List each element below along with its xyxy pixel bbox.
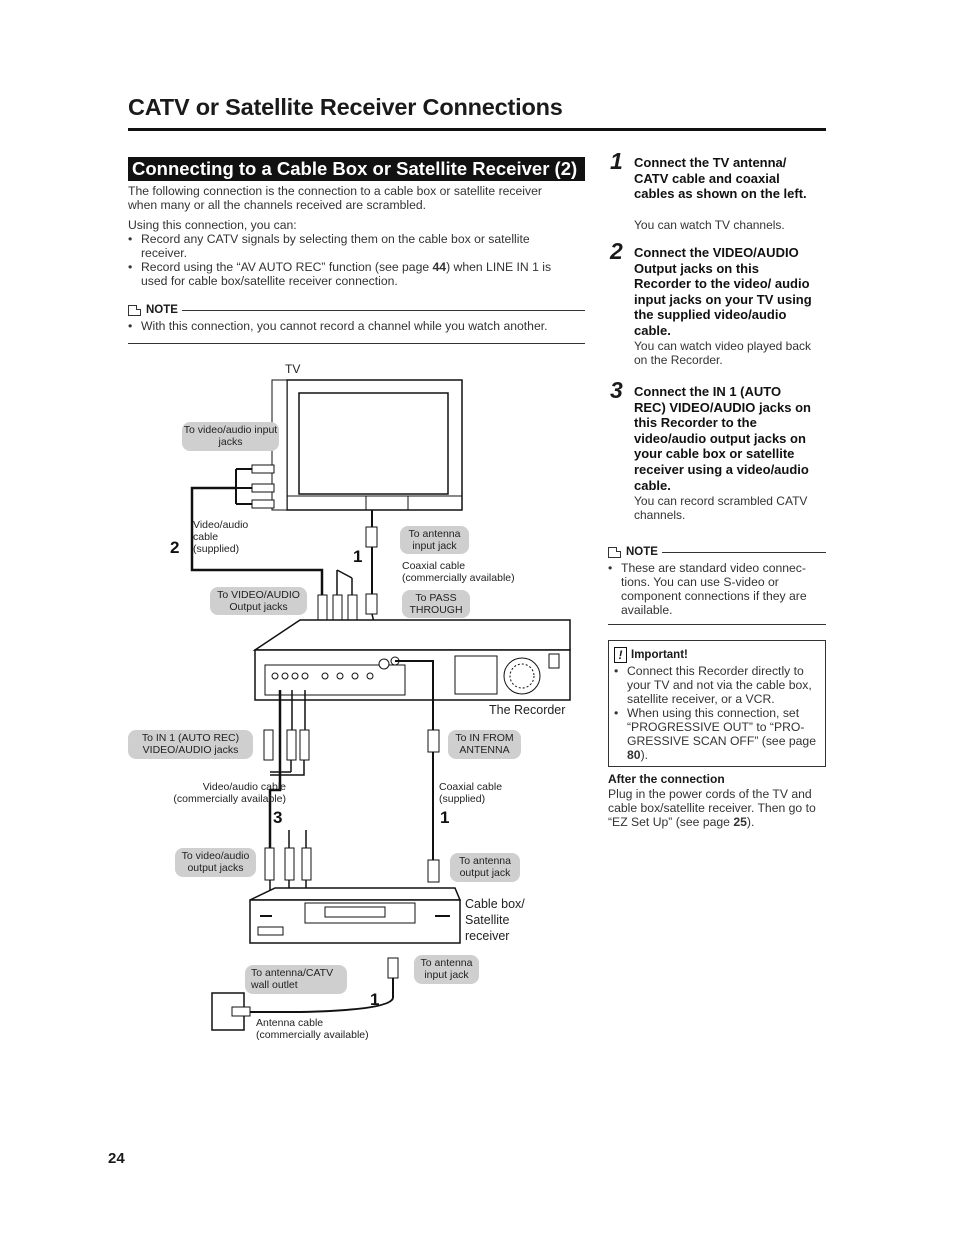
coax-plug-icon (427, 729, 440, 753)
step-number: 2 (610, 238, 623, 264)
tv-icon (271, 379, 463, 511)
note-bottom-rule (608, 624, 826, 625)
callout-tv-input: To video/audio input jacks (182, 422, 279, 451)
callout-pass-through: To PASS THROUGH (402, 590, 470, 618)
antenna-plug-icon (387, 957, 399, 998)
diagram-number: 3 (273, 808, 283, 827)
callout-rec-output: To VIDEO/AUDIO Output jacks (210, 587, 307, 615)
important-item: Connect this Recorder directly to your T… (614, 664, 820, 706)
label-av-cable-supplied: Video/audio cable (supplied) (193, 519, 249, 555)
callout-tv-antenna: To antenna input jack (400, 526, 469, 554)
label-antenna-cable: Antenna cable (commercially available) (256, 1017, 369, 1041)
diagram-number: 2 (170, 538, 180, 557)
antenna-cable (250, 997, 394, 1013)
note-item: With this connection, you cannot record … (128, 319, 585, 333)
step-title: Connect the IN 1 (AUTO REC) VIDEO/AUDIO … (634, 384, 811, 493)
step-title: Connect the TV antenna/ CATV cable and c… (634, 155, 807, 202)
note-label: NOTE (146, 304, 178, 316)
diagram-number: 1 (440, 808, 450, 827)
coax-plug-icon (427, 859, 440, 883)
cable-box-icon (249, 887, 462, 944)
note-header-left: NOTE (128, 304, 585, 316)
list-item: Record any CATV signals by selecting the… (128, 232, 568, 260)
after-heading: After the connection (608, 772, 725, 786)
callout-box-ant-out: To antenna output jack (450, 853, 520, 882)
important-list: Connect this Recorder directly to your T… (614, 664, 820, 762)
using-text: Using this connection, you can: (128, 218, 297, 232)
step-number: 1 (610, 148, 623, 174)
wall-outlet-icon (211, 992, 251, 1031)
important-item: When using this connection, set “PROGRES… (614, 706, 820, 762)
diagram-number: 1 (370, 990, 380, 1009)
callout-wall-outlet: To antenna/CATV wall outlet (245, 965, 347, 994)
tv-label: TV (285, 362, 301, 376)
page-title: CATV or Satellite Receiver Connections (128, 94, 563, 120)
feature-list: Record any CATV signals by selecting the… (128, 232, 568, 288)
callout-box-output: To video/audio output jacks (175, 848, 256, 877)
av-cable-tv (190, 486, 324, 595)
label-av-cable-commercial: Video/audio cable (commercially availabl… (173, 781, 286, 805)
note-bottom-rule (128, 343, 585, 344)
av-cable-in1 (268, 690, 282, 850)
step-description: You can record scrambled CATV channels. (634, 494, 808, 522)
label-coax-commercial: Coaxial cable (commercially available) (402, 560, 515, 584)
note-label: NOTE (626, 546, 658, 558)
after-paragraph: Plug in the power cords of the TV and ca… (608, 787, 816, 829)
list-item: Record using the “AV AUTO REC” function … (128, 260, 568, 288)
important-label: Important! (631, 649, 688, 661)
callout-in1: To IN 1 (AUTO REC) VIDEO/AUDIO jacks (128, 730, 253, 759)
note-item: These are standard video connec- tions. … (608, 561, 820, 617)
note-icon (608, 546, 621, 558)
note-header-right: NOTE (608, 546, 826, 558)
recorder-label: The Recorder (489, 703, 566, 717)
step-title: Connect the VIDEO/AUDIO Output jacks on … (634, 245, 812, 338)
in1-plugs-icon (263, 729, 310, 776)
note-list-left: With this connection, you cannot record … (128, 319, 585, 333)
step-description: You can watch video played back on the R… (634, 339, 812, 367)
note-list-right: These are standard video connec- tions. … (608, 561, 820, 617)
tv-input-plugs-icon (235, 464, 275, 509)
note-icon (128, 304, 141, 316)
step-number: 3 (610, 377, 623, 403)
intro-paragraph: The following connection is the connecti… (128, 184, 542, 212)
exclamation-icon: ! (614, 647, 627, 663)
page-number: 24 (108, 1150, 125, 1167)
step-description: You can watch TV channels. (634, 218, 785, 232)
recorder-icon (252, 619, 571, 701)
diagram-number: 1 (353, 547, 363, 566)
box-output-plugs-icon (264, 830, 312, 890)
important-box: ! Important! Connect this Recorder direct… (608, 640, 826, 767)
callout-in-from-antenna: To IN FROM ANTENNA (448, 730, 521, 759)
label-coax-supplied: Coaxial cable (supplied) (439, 781, 503, 805)
title-rule (128, 128, 826, 131)
section-heading: Connecting to a Cable Box or Satellite R… (128, 157, 585, 181)
cablebox-label: Cable box/ Satellite receiver (465, 897, 525, 943)
callout-box-ant-in: To antenna input jack (414, 955, 479, 984)
